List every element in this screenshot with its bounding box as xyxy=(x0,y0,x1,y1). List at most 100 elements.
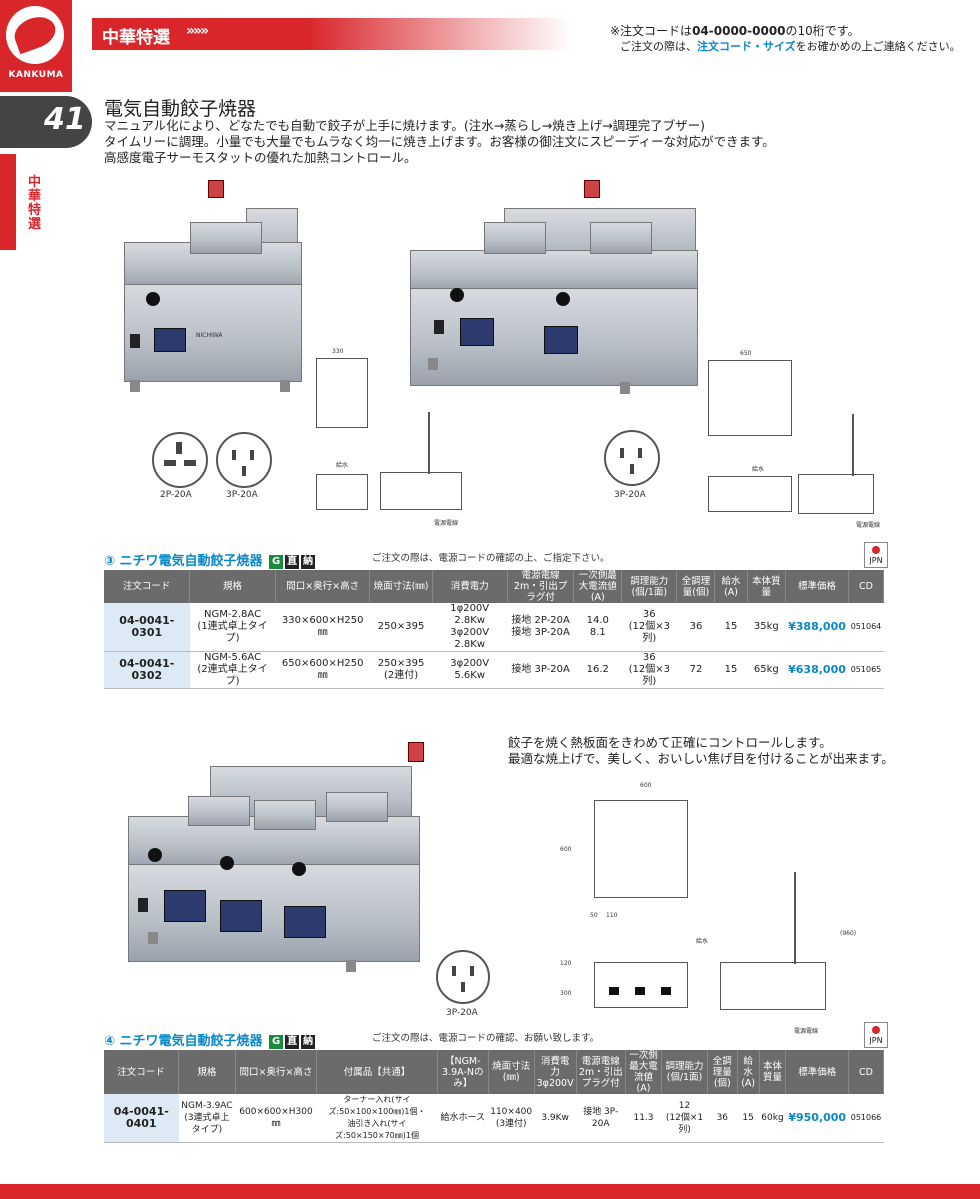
side-drawing xyxy=(380,472,462,510)
cell-line: ターナー入れ(サイズ:50×100×100㎜)1個・ xyxy=(328,1095,426,1116)
note-highlight: 注文コード・サイズ xyxy=(697,40,796,53)
front-panel-mark xyxy=(661,987,671,995)
cell-line: 3φ200V 2.8Kw xyxy=(450,627,490,650)
badge-nou: 納 xyxy=(301,1035,316,1049)
front-drawing xyxy=(594,962,688,1008)
cell-total: 72 xyxy=(676,651,715,689)
col-header: 間口×奥行×高さ xyxy=(275,570,371,603)
cell-amp: 16.2 xyxy=(573,651,622,689)
cell-spec: NGM-5.6AC(2連式卓上タイプ) xyxy=(189,651,276,689)
front-drawing xyxy=(708,476,792,512)
drawing-label: 電源電線 xyxy=(434,520,459,527)
table-header-row: 注文コード 規格 間口×奥行×高さ 焼面寸法(㎜) 消費電力 電源電線 2m・引… xyxy=(104,570,885,603)
product-title: 電気自動餃子焼器 xyxy=(104,98,257,120)
dimension-label: 300 xyxy=(560,990,572,997)
valve-icon xyxy=(584,180,600,198)
col-header: 消費電力 3φ200V xyxy=(534,1050,577,1094)
cell-accessories: ターナー入れ(サイズ:50×100×100㎜)1個・油引き入れ(サイズ:50×1… xyxy=(316,1094,438,1143)
cell-line: 250×395 xyxy=(377,658,425,669)
cell-line: (12個×3列) xyxy=(628,664,670,687)
jpn-label: JPN xyxy=(869,556,883,565)
desc-line: マニュアル化により、どなたでも自動で餃子が上手に焼けます。(注水→蒸らし→焼き上… xyxy=(104,118,706,133)
cell-cd: 051065 xyxy=(848,651,884,689)
cell-line: 接地 2P-20A xyxy=(511,615,570,626)
drawing-label: 電源電線 xyxy=(794,1028,819,1035)
lid xyxy=(254,800,316,830)
col-header: 給水(A) xyxy=(737,1050,760,1094)
plug-label: 2P-20A xyxy=(160,490,192,500)
valve-icon xyxy=(208,180,224,198)
plug-label: 3P-20A xyxy=(446,1008,478,1018)
col-header: 一次側最大電流値(A) xyxy=(625,1050,663,1094)
side-category-label: 中華特選 xyxy=(28,175,42,232)
cell-water: 15 xyxy=(737,1094,760,1143)
cell-capacity: 12(12個×1列) xyxy=(661,1094,708,1143)
handle-knob-icon xyxy=(292,862,306,876)
lid xyxy=(590,222,652,254)
side-drawing xyxy=(720,962,826,1010)
handle-knob-icon xyxy=(220,856,234,870)
spec-table-4: 注文コード 規格 間口×奥行×高さ 付属品【共通】 【NGM-3.9A-Nのみ】… xyxy=(104,1050,884,1143)
note-text: ご注文の際は、 xyxy=(620,40,697,53)
badge-g: G xyxy=(269,555,284,569)
control-panel xyxy=(154,328,186,352)
order-confirm-note: ご注文の際は、注文コード・サイズをお確かめの上ご連絡ください。 xyxy=(620,38,961,54)
control-panel xyxy=(460,318,494,346)
cell-amp: 11.3 xyxy=(625,1094,662,1143)
col-header: 焼面寸法(㎜) xyxy=(488,1050,535,1094)
cell-size: 650×600×H250㎜ xyxy=(275,651,370,689)
product-image-ngm-2-8ac: NICHIWA xyxy=(116,178,306,398)
cell-line: (2連式卓上タイプ) xyxy=(197,664,268,687)
drawing-label: 給水 xyxy=(752,466,765,473)
handle-knob-icon xyxy=(146,292,160,306)
leg xyxy=(130,380,140,392)
cell-plug: 接地 3P-20A xyxy=(507,651,574,689)
cell-mass: 65kg xyxy=(747,651,786,689)
section-title: ③ ニチワ電気自動餃子焼器 xyxy=(104,554,263,569)
desc-line: 最適な焼上げで、美しく、おいしい焦げ目を付けることが出来ます。 xyxy=(508,751,894,766)
plug-3p-icon xyxy=(436,950,490,1004)
plan-drawing xyxy=(708,360,792,436)
cell-spec: NGM-3.9AC(3連式卓上タイプ) xyxy=(178,1094,236,1143)
lid xyxy=(190,222,262,254)
cell-mass: 35kg xyxy=(747,603,786,652)
note-text: の10桁です。 xyxy=(785,24,860,38)
order-code: 04-0041-0301 xyxy=(104,603,190,652)
desc-line: 餃子を焼く熱板面をきわめて正確にコントロールします。 xyxy=(508,735,832,750)
col-header: 付属品【共通】 xyxy=(316,1050,438,1094)
lid-arm-line xyxy=(852,414,854,476)
lid xyxy=(188,796,250,826)
cell-line: NGM-5.6AC xyxy=(204,652,262,663)
order-code-note: ※注文コードは04-0000-0000の10桁です。 xyxy=(610,22,860,39)
spec-table-3: 注文コード 規格 間口×奥行×高さ 焼面寸法(㎜) 消費電力 電源電線 2m・引… xyxy=(104,570,885,689)
badge-g: G xyxy=(269,1035,284,1049)
dimension-label: 120 xyxy=(560,960,572,967)
switch-icon xyxy=(138,898,148,912)
leg xyxy=(148,932,158,944)
drawing-label: 電源電線 xyxy=(856,522,881,529)
dimension-label: 600 xyxy=(560,846,572,853)
control-panel xyxy=(164,890,206,922)
cell-line: 8.1 xyxy=(589,627,606,638)
col-header: 給水(A) xyxy=(714,570,748,603)
cell-line: 1φ200V 2.8Kw xyxy=(450,603,490,626)
handle-knob-icon xyxy=(450,288,464,302)
jpn-flag-icon: JPN xyxy=(864,542,888,568)
note-text: をお確かめの上ご連絡ください。 xyxy=(795,40,961,53)
plug-3p-icon xyxy=(604,430,660,486)
cell-line: (3連式卓上タイプ) xyxy=(184,1113,230,1135)
col-header: 標準価格 xyxy=(785,570,849,603)
cell-line: (3連付) xyxy=(495,1119,527,1129)
cell-mass: 60kg xyxy=(759,1094,786,1143)
cell-power: 3.9Kw xyxy=(534,1094,577,1143)
cell-price: ¥638,000 xyxy=(785,651,849,689)
col-header: 電源電線 2m・引出プラグ付 xyxy=(576,1050,626,1094)
table-row: 04-0041-0401 NGM-3.9AC(3連式卓上タイプ) 600×600… xyxy=(104,1094,884,1143)
product-description: マニュアル化により、どなたでも自動で餃子が上手に焼けます。(注水→蒸らし→焼き上… xyxy=(104,118,775,166)
cell-line: 110×400 xyxy=(490,1107,533,1117)
cell-line: 14.0 xyxy=(586,615,609,626)
cell-line: NGM-2.8AC xyxy=(204,609,262,620)
